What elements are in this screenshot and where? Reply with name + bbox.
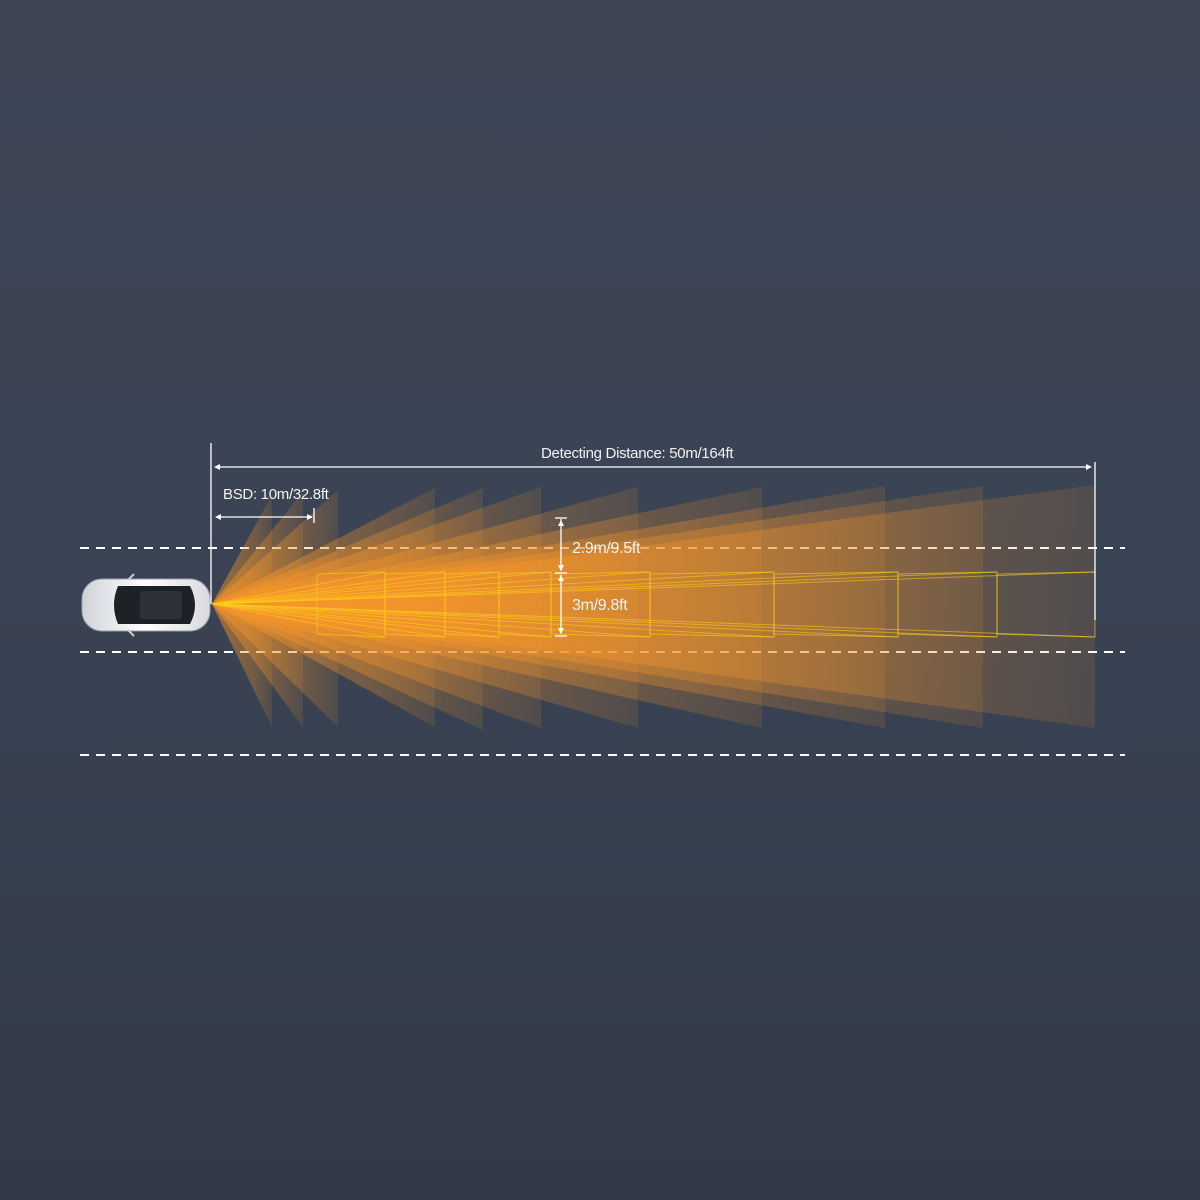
beam-ray bbox=[211, 603, 446, 638]
beam-ray bbox=[211, 571, 446, 605]
beam-ray bbox=[211, 571, 386, 605]
beam-ray bbox=[211, 571, 552, 605]
beam-ray bbox=[211, 571, 1096, 605]
beam-ray bbox=[211, 571, 899, 605]
measurement-annotations bbox=[210, 443, 1096, 637]
beam-ray bbox=[211, 571, 500, 605]
detecting-distance-label: Detecting Distance: 50m/164ft bbox=[541, 445, 734, 462]
beam-ray bbox=[211, 571, 775, 605]
car bbox=[81, 573, 211, 637]
beam-ray bbox=[211, 603, 1096, 638]
lane-margin-label: 2.9m/9.5ft bbox=[572, 540, 641, 557]
lane-width-label: 3m/9.8ft bbox=[572, 597, 628, 614]
beam-ray bbox=[211, 603, 552, 638]
beam-ray bbox=[211, 571, 651, 605]
detection-zones bbox=[211, 571, 1096, 638]
beam-ray bbox=[211, 603, 998, 638]
beam-ray bbox=[211, 603, 899, 638]
beam-wedge bbox=[212, 485, 1095, 728]
beam-ray bbox=[211, 603, 775, 638]
radar-beam-wedges bbox=[212, 485, 1095, 730]
beam-ray bbox=[211, 603, 651, 638]
bsd-label: BSD: 10m/32.8ft bbox=[223, 486, 329, 503]
beam-ray bbox=[211, 571, 998, 605]
beam-ray bbox=[211, 603, 500, 638]
beam-ray bbox=[211, 603, 386, 638]
